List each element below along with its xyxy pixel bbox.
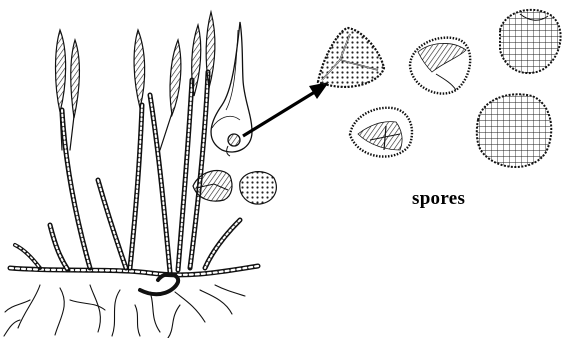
strobilus (206, 12, 215, 88)
spore (410, 38, 470, 94)
spore (350, 108, 412, 157)
spores-label: spores (412, 188, 465, 210)
roots (4, 285, 245, 338)
small-spores (193, 171, 276, 205)
spore (318, 28, 384, 87)
spore-cluster (318, 10, 561, 167)
strobilus (56, 30, 66, 112)
spore (500, 10, 561, 73)
strobilus (192, 25, 201, 96)
sporangium (228, 134, 240, 146)
arrow (243, 82, 329, 136)
spore (477, 94, 551, 167)
strobilus (134, 30, 145, 108)
strobilus (170, 40, 181, 115)
small-spore (240, 172, 277, 204)
strobilus (71, 40, 80, 118)
